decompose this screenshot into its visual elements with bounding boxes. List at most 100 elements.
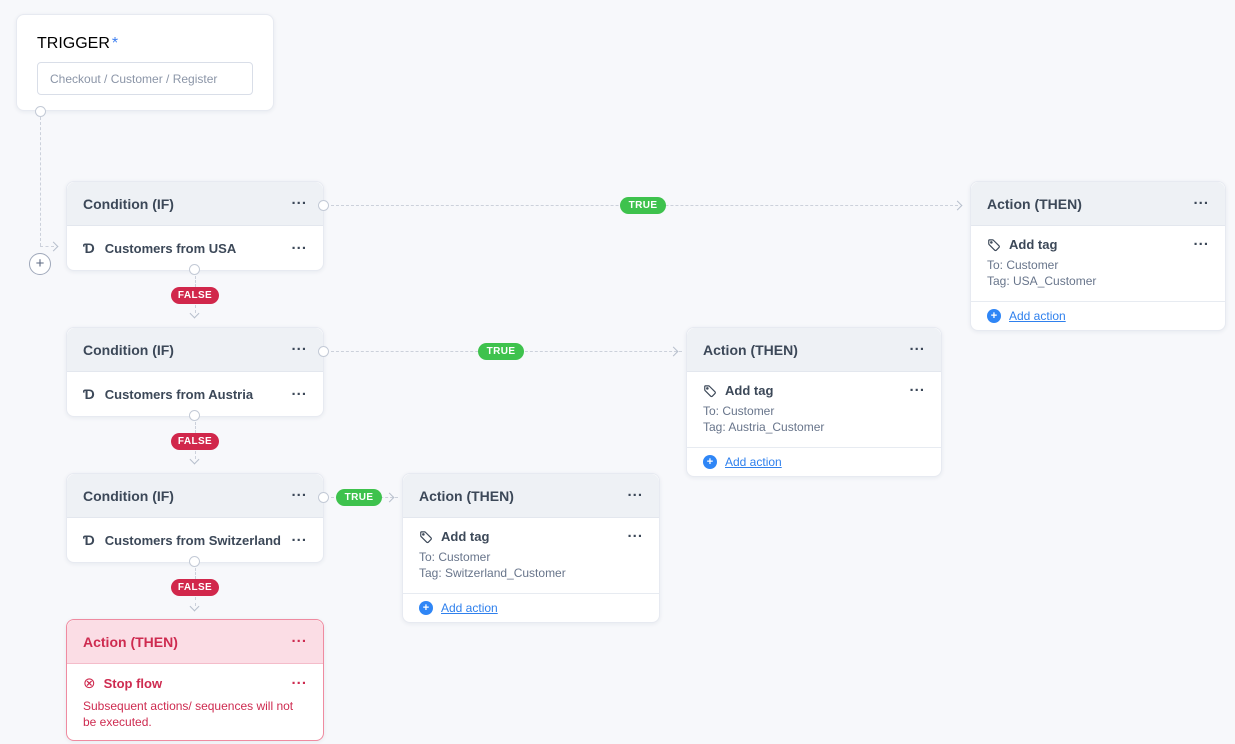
plus-circle-icon: + <box>987 309 1001 324</box>
menu-button[interactable]: ... <box>909 378 925 395</box>
condition-title: Condition (IF) <box>83 195 174 212</box>
action-header: Action (THEN) ... <box>687 328 941 372</box>
add-action-link: Add action <box>441 601 498 616</box>
menu-button[interactable]: ... <box>909 337 925 354</box>
action-body: Add tag ... To: Customer Tag: Switzerlan… <box>403 518 659 593</box>
condition-title: Condition (IF) <box>83 487 174 504</box>
add-action-button[interactable]: + Add action <box>971 301 1225 330</box>
condition-rule-label: Customers from Austria <box>104 386 254 402</box>
stop-header: Action (THEN) ... <box>67 620 323 664</box>
stop-flow-card: Action (THEN) ... ⊗ Stop flow ... Subseq… <box>66 619 324 742</box>
condition-card-switzerland: Condition (IF) ... Ɗ Customers from Swit… <box>66 473 324 563</box>
action-title: Action (THEN) <box>987 195 1082 212</box>
true-badge: TRUE <box>336 489 382 506</box>
condition-rule-label: Customers from USA <box>104 240 237 256</box>
action-body: Add tag ... To: Customer Tag: USA_Custom… <box>971 226 1225 301</box>
arrow-head-icon <box>189 308 200 319</box>
connector-dot[interactable] <box>189 264 200 275</box>
connector-line <box>195 305 196 313</box>
action-header: Action (THEN) ... <box>971 182 1225 226</box>
action-name: Add tag <box>441 529 490 544</box>
menu-button[interactable]: ... <box>1193 232 1209 249</box>
connector-dot[interactable] <box>189 556 200 567</box>
add-action-button[interactable]: + Add action <box>687 447 941 476</box>
add-action-link: Add action <box>725 455 782 470</box>
trigger-label: TRIGGER* <box>37 35 253 53</box>
false-badge: FALSE <box>171 287 219 304</box>
menu-button[interactable]: ... <box>1193 191 1209 208</box>
action-card-switzerland: Action (THEN) ... Add tag ... To: Custom… <box>402 473 660 624</box>
menu-button[interactable]: ... <box>291 527 307 545</box>
action-meta: To: Customer Tag: Austria_Customer <box>703 404 925 435</box>
connector-dot[interactable] <box>189 410 200 421</box>
menu-button[interactable]: ... <box>291 191 307 208</box>
stop-description: Subsequent actions/ sequences will not b… <box>83 699 294 730</box>
action-to: To: Customer <box>987 258 1059 272</box>
arrow-head-icon <box>189 454 200 465</box>
add-node-button[interactable]: + <box>29 253 51 275</box>
add-action-button[interactable]: + Add action <box>403 593 659 622</box>
action-header: Action (THEN) ... <box>403 474 659 518</box>
trigger-value: Checkout / Customer / Register <box>50 71 218 86</box>
stop-icon: ⊗ <box>83 675 96 692</box>
action-title: Action (THEN) <box>419 487 514 504</box>
arrow-head-icon <box>48 241 59 252</box>
condition-rule-switzerland[interactable]: Ɗ Customers from Switzerland ... <box>67 518 323 562</box>
segment-icon: Ɗ <box>83 386 95 402</box>
trigger-card: TRIGGER* Checkout / Customer / Register <box>16 14 274 111</box>
required-mark: * <box>111 35 119 52</box>
connector-line <box>195 597 196 606</box>
action-add-tag[interactable]: Add tag ... <box>987 233 1209 252</box>
connector-dot[interactable] <box>318 200 329 211</box>
menu-button[interactable]: ... <box>291 381 307 399</box>
connector-line <box>195 422 196 433</box>
tag-icon <box>703 384 717 398</box>
menu-button[interactable]: ... <box>291 670 307 688</box>
action-title: Action (THEN) <box>703 341 798 358</box>
menu-button[interactable]: ... <box>291 483 307 500</box>
action-meta: To: Customer Tag: USA_Customer <box>987 258 1209 289</box>
plus-circle-icon: + <box>419 601 433 616</box>
condition-card-austria: Condition (IF) ... Ɗ Customers from Aust… <box>66 327 324 417</box>
true-badge: TRUE <box>478 343 524 360</box>
tag-icon <box>987 238 1001 252</box>
condition-rule-austria[interactable]: Ɗ Customers from Austria ... <box>67 372 323 416</box>
menu-button[interactable]: ... <box>291 629 307 646</box>
condition-card-usa: Condition (IF) ... Ɗ Customers from USA … <box>66 181 324 271</box>
stop-title: Action (THEN) <box>83 633 178 650</box>
arrow-head-icon <box>952 200 963 211</box>
connector-dot[interactable] <box>318 346 329 357</box>
action-to: To: Customer <box>703 404 775 418</box>
condition-header: Condition (IF) ... <box>67 182 323 226</box>
condition-rule-usa[interactable]: Ɗ Customers from USA ... <box>67 226 323 270</box>
menu-button[interactable]: ... <box>291 235 307 253</box>
segment-icon: Ɗ <box>83 532 95 548</box>
action-tag: Tag: USA_Customer <box>987 273 1097 288</box>
action-name: Add tag <box>1009 237 1058 252</box>
connector-line <box>40 246 54 247</box>
action-add-tag[interactable]: Add tag ... <box>703 379 925 398</box>
menu-button[interactable]: ... <box>291 337 307 354</box>
segment-icon: Ɗ <box>83 240 95 256</box>
menu-button[interactable]: ... <box>627 483 643 500</box>
arrow-head-icon <box>189 601 200 612</box>
action-name: Add tag <box>725 383 774 398</box>
connector-line <box>195 568 196 579</box>
connector-dot[interactable] <box>35 106 46 117</box>
action-tag: Tag: Switzerland_Customer <box>419 565 566 580</box>
action-card-usa: Action (THEN) ... Add tag ... To: Custom… <box>970 181 1226 332</box>
menu-button[interactable]: ... <box>627 524 643 541</box>
condition-title: Condition (IF) <box>83 341 174 358</box>
plus-circle-icon: + <box>703 455 717 470</box>
arrow-head-icon <box>384 492 395 503</box>
stop-flow-action[interactable]: ⊗ Stop flow ... <box>83 670 307 693</box>
trigger-select[interactable]: Checkout / Customer / Register <box>37 62 253 95</box>
false-badge: FALSE <box>171 433 219 450</box>
true-badge: TRUE <box>620 197 666 214</box>
stop-body: ⊗ Stop flow ... Subsequent actions/ sequ… <box>67 664 323 740</box>
action-meta: To: Customer Tag: Switzerland_Customer <box>419 550 643 581</box>
action-tag: Tag: Austria_Customer <box>703 419 825 434</box>
connector-dot[interactable] <box>318 492 329 503</box>
action-add-tag[interactable]: Add tag ... <box>419 525 643 544</box>
